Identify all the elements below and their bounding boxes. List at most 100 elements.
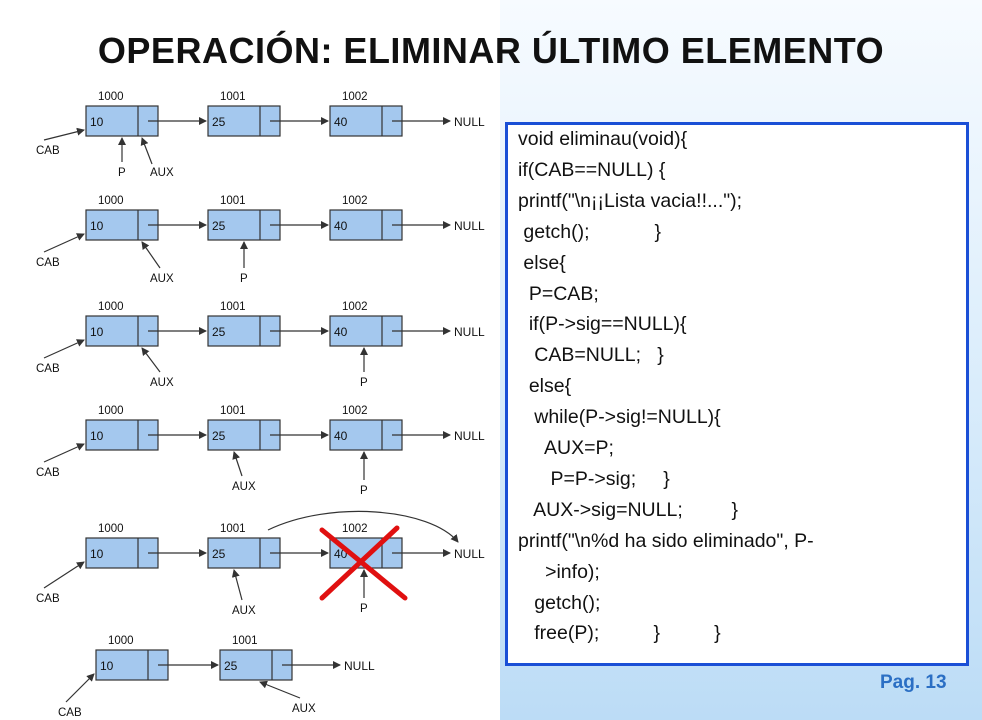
node-address: 1001 bbox=[220, 91, 246, 103]
pointer-arrow bbox=[231, 569, 243, 601]
pointer-arrow bbox=[43, 443, 85, 463]
code-line: AUX=P; bbox=[518, 437, 614, 459]
node-address: 1000 bbox=[98, 405, 124, 417]
node-value: 40 bbox=[334, 429, 348, 443]
code-listing: void eliminau(void){ if(CAB==NULL) { print… bbox=[505, 122, 969, 666]
node-address: 1000 bbox=[98, 91, 124, 103]
pointer-arrow bbox=[232, 451, 243, 477]
cab-pointer-label: CAB bbox=[36, 363, 60, 375]
code-line: AUX->sig=NULL; } bbox=[518, 498, 739, 521]
aux-pointer-label: AUX bbox=[232, 605, 256, 617]
p-pointer-label: P bbox=[240, 273, 248, 285]
node-value: 25 bbox=[212, 429, 226, 443]
list-node bbox=[207, 537, 281, 569]
cab-pointer-label: CAB bbox=[36, 593, 60, 605]
list-node bbox=[85, 315, 159, 347]
code-line: if(CAB==NULL) { bbox=[518, 158, 666, 181]
node-address: 1001 bbox=[232, 635, 258, 647]
slide-title: OPERACIÓN: ELIMINAR ÚLTIMO ELEMENTO bbox=[97, 30, 885, 71]
redirect-arrow bbox=[267, 510, 459, 543]
null-label: NULL bbox=[344, 659, 375, 673]
node-value: 25 bbox=[212, 547, 226, 561]
node-address: 1002 bbox=[342, 405, 368, 417]
null-label: NULL bbox=[454, 115, 485, 129]
null-label: NULL bbox=[454, 219, 485, 233]
cab-pointer-label: CAB bbox=[36, 257, 60, 269]
cab-pointer-label: CAB bbox=[36, 145, 60, 157]
node-value: 10 bbox=[90, 429, 104, 443]
pointer-arrow bbox=[43, 127, 85, 141]
p-pointer-label: P bbox=[360, 485, 368, 497]
code-line: printf("\n¡¡Lista vacia!!..."); bbox=[518, 189, 743, 212]
code-line: while(P->sig!=NULL){ bbox=[518, 406, 721, 429]
node-value: 10 bbox=[90, 325, 104, 339]
node-value: 25 bbox=[212, 115, 226, 129]
node-value: 40 bbox=[334, 325, 348, 339]
list-node bbox=[329, 209, 403, 241]
code-line: printf("\n%d ha sido eliminado", P- bbox=[518, 529, 814, 552]
null-label: NULL bbox=[454, 547, 485, 561]
node-address: 1002 bbox=[342, 91, 368, 103]
code-line: else{ bbox=[518, 251, 566, 274]
delete-cross-mark bbox=[319, 525, 408, 601]
aux-pointer-label: AUX bbox=[150, 273, 174, 285]
code-line: free(P); } } bbox=[518, 622, 721, 645]
node-address: 1000 bbox=[98, 301, 124, 313]
p-pointer-label: P bbox=[360, 603, 368, 615]
code-line: else{ bbox=[518, 375, 572, 398]
node-address: 1002 bbox=[342, 195, 368, 207]
aux-pointer-label: AUX bbox=[232, 481, 256, 493]
pointer-arrow bbox=[140, 137, 153, 165]
page-number: Pag. 13 bbox=[880, 672, 947, 693]
pointer-arrow bbox=[141, 347, 161, 373]
cab-pointer-label: CAB bbox=[36, 467, 60, 479]
node-address: 1000 bbox=[98, 195, 124, 207]
node-value: 25 bbox=[212, 325, 226, 339]
node-value: 10 bbox=[90, 115, 104, 129]
list-node bbox=[95, 649, 169, 681]
p-pointer-label: P bbox=[360, 377, 368, 389]
pointer-arrow bbox=[259, 680, 301, 699]
list-node bbox=[329, 419, 403, 451]
list-node bbox=[207, 105, 281, 137]
code-line: getch(); bbox=[518, 591, 601, 614]
node-address: 1002 bbox=[342, 301, 368, 313]
node-address: 1001 bbox=[220, 301, 246, 313]
list-node bbox=[219, 649, 293, 681]
aux-pointer-label: AUX bbox=[150, 167, 174, 179]
pointer-arrow bbox=[65, 673, 95, 703]
list-node bbox=[85, 537, 159, 569]
node-value: 25 bbox=[212, 219, 226, 233]
code-line: getch(); } bbox=[518, 220, 662, 243]
node-address: 1001 bbox=[220, 405, 246, 417]
node-address: 1000 bbox=[108, 635, 134, 647]
code-line: void eliminau(void){ bbox=[518, 128, 688, 150]
list-node bbox=[329, 105, 403, 137]
node-value: 10 bbox=[100, 659, 114, 673]
code-line: P=CAB; bbox=[518, 282, 599, 305]
node-address: 1000 bbox=[98, 523, 124, 535]
linked-list-diagram: 101000251001401002NULLCABAUXP10100025100… bbox=[36, 91, 485, 719]
cab-pointer-label: CAB bbox=[58, 707, 82, 719]
pointer-arrow bbox=[43, 339, 85, 359]
code-line: if(P->sig==NULL){ bbox=[518, 313, 687, 336]
list-node bbox=[207, 419, 281, 451]
node-value: 10 bbox=[90, 219, 104, 233]
pointer-arrow bbox=[43, 561, 85, 589]
node-value: 40 bbox=[334, 219, 348, 233]
pointer-arrow bbox=[141, 241, 161, 269]
node-address: 1001 bbox=[220, 195, 246, 207]
list-node bbox=[207, 315, 281, 347]
node-address: 1001 bbox=[220, 523, 246, 535]
code-line: P=P->sig; } bbox=[518, 467, 670, 490]
node-value: 40 bbox=[334, 115, 348, 129]
null-label: NULL bbox=[454, 429, 485, 443]
node-value: 10 bbox=[90, 547, 104, 561]
aux-pointer-label: AUX bbox=[292, 703, 316, 715]
list-node bbox=[329, 315, 403, 347]
pointer-arrow bbox=[43, 233, 85, 253]
code-line: CAB=NULL; } bbox=[518, 344, 664, 367]
node-value: 25 bbox=[224, 659, 238, 673]
node-address: 1002 bbox=[342, 523, 368, 535]
p-pointer-label: P bbox=[118, 167, 126, 179]
